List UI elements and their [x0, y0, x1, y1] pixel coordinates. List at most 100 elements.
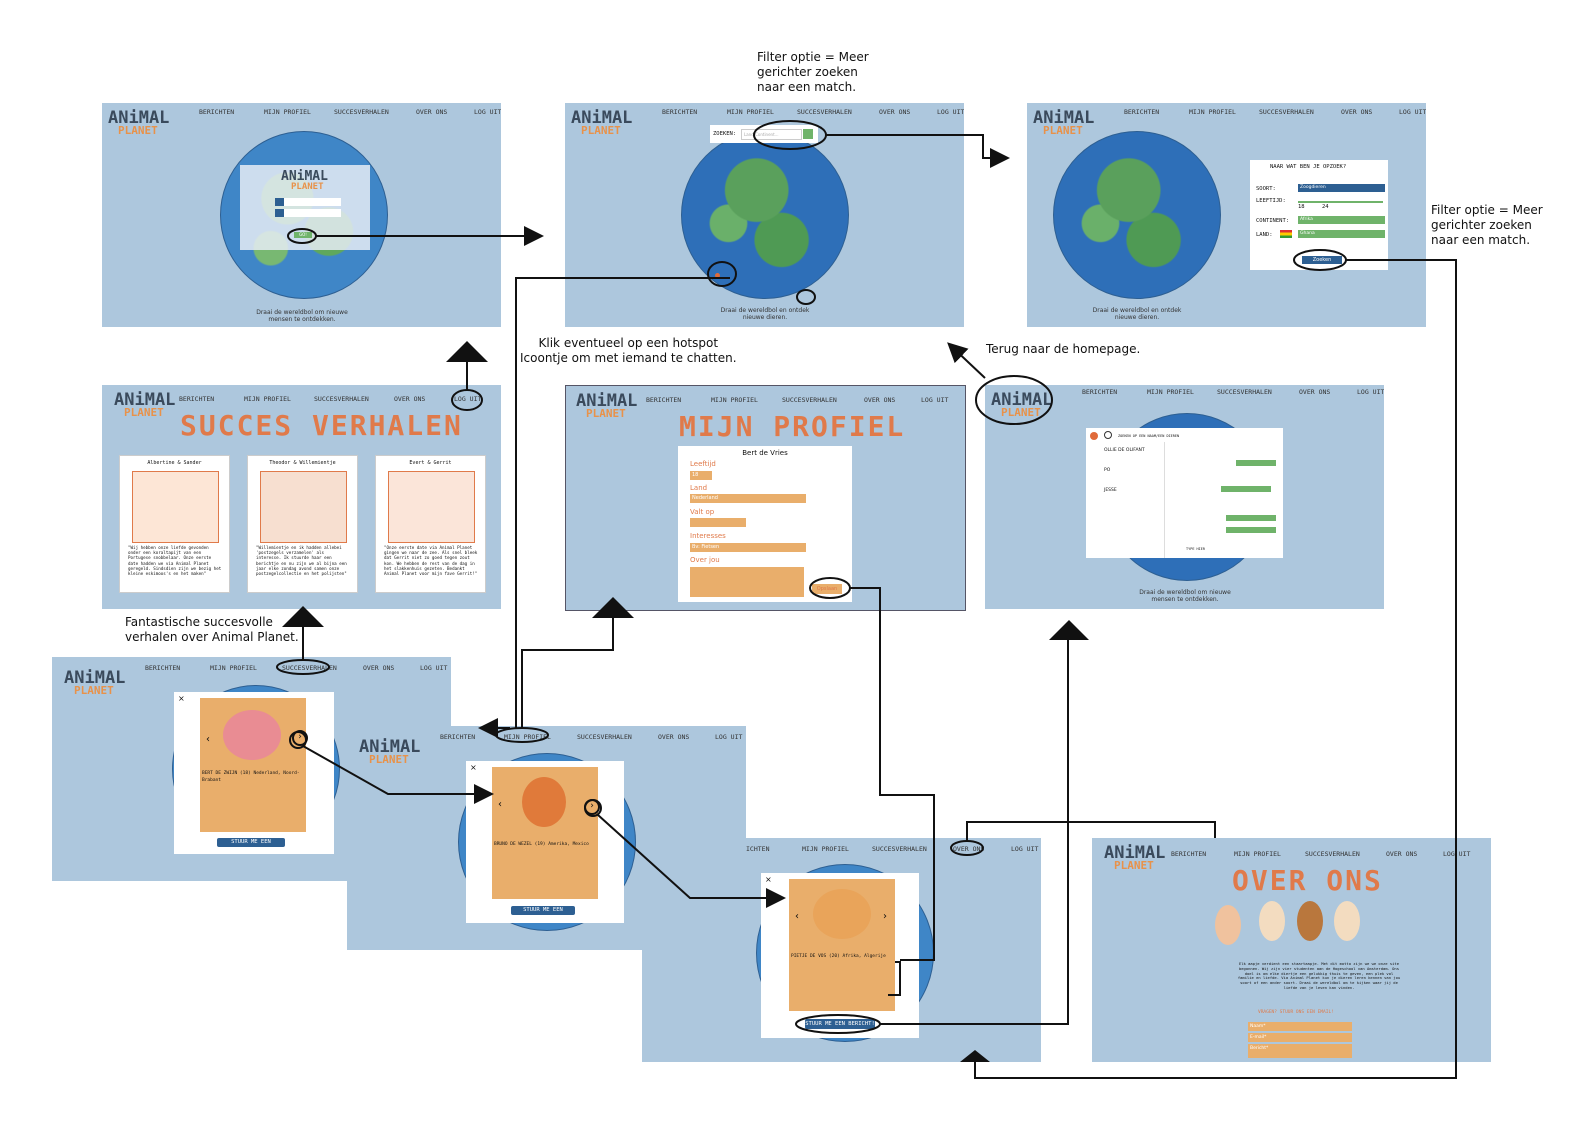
bericht-input[interactable]: Bericht* — [1248, 1044, 1352, 1058]
email-input[interactable]: E-mail* — [1248, 1033, 1352, 1042]
nav-log-uit[interactable]: LOG UIT — [715, 733, 743, 741]
nav-over-ons[interactable]: OVER ONS — [394, 395, 426, 403]
nav-mijn-profiel[interactable]: MIJN PROFIEL — [1189, 108, 1236, 116]
nav-succesverhalen[interactable]: SUCCESVERHALEN — [1259, 108, 1314, 116]
land-select[interactable]: Nederland — [690, 494, 806, 503]
naam-input[interactable]: Naam* — [1248, 1022, 1352, 1031]
nav-over-ons[interactable]: OVER ONS — [363, 664, 395, 672]
valt-op-select[interactable] — [690, 518, 746, 527]
nav-berichten[interactable]: BERICHTEN — [646, 396, 682, 404]
close-icon[interactable]: × — [470, 763, 477, 772]
nav-mijn-profiel[interactable]: MIJN PROFIEL — [210, 664, 257, 672]
nav-berichten[interactable]: BERICHTEN — [1124, 108, 1160, 116]
nav-berichten[interactable]: ICHTEN — [746, 845, 770, 853]
continent-select[interactable]: Afrika — [1298, 216, 1385, 224]
go-button[interactable]: GO! — [294, 232, 312, 238]
nav-over-ons[interactable]: OVER ONS — [416, 108, 448, 116]
nav-succesverhalen[interactable]: SUCCESVERHALEN — [334, 108, 389, 116]
chevron-left-icon[interactable]: ‹ — [498, 799, 502, 810]
nav-log-uit[interactable]: LOG UIT — [420, 664, 448, 672]
interesses-input[interactable]: Bv: Fietsen — [690, 543, 806, 552]
chevron-left-icon[interactable]: ‹ — [206, 734, 210, 745]
over-jou-label: Over jou — [690, 556, 720, 564]
nav-over-ons[interactable]: OVER ONS — [879, 108, 911, 116]
leeftijd-select[interactable]: 18 — [690, 471, 712, 480]
close-icon[interactable]: × — [765, 875, 772, 884]
nav-berichten[interactable]: BERICHTEN — [440, 733, 476, 741]
search-icon[interactable] — [1104, 431, 1112, 439]
nav-berichten[interactable]: BERICHTEN — [199, 108, 235, 116]
close-icon[interactable] — [1090, 432, 1098, 440]
nav-mijn-profiel[interactable]: MIJN PROFIEL — [264, 108, 311, 116]
soort-select[interactable]: Zoogdieren — [1298, 184, 1385, 192]
nav-succesverhalen[interactable]: SUCCESVERHALEN — [872, 845, 927, 853]
send-message-button[interactable]: STUUR ME EEN BERICHT! — [805, 1019, 875, 1029]
filter-icon[interactable] — [803, 129, 813, 139]
leeftijd-slider[interactable] — [1298, 201, 1383, 203]
nav-berichten[interactable]: BERICHTEN — [179, 395, 215, 403]
globe[interactable] — [1053, 131, 1221, 299]
nav-over-ons[interactable]: OVER ONS — [1299, 388, 1331, 396]
nav-berichten[interactable]: BERICHTEN — [1082, 388, 1118, 396]
chevron-left-icon[interactable]: ‹ — [795, 911, 799, 922]
nav-succesverhalen[interactable]: SUCCESVERHALEN — [282, 664, 337, 672]
nav-log-uit[interactable]: LOG UIT — [454, 395, 482, 403]
contact-item[interactable]: JESSE — [1104, 488, 1117, 493]
nav-mijn-profiel[interactable]: MIJN PROFIEL — [1234, 850, 1281, 858]
opslaan-button[interactable]: Opslaan — [812, 584, 842, 594]
nav-over-ons[interactable]: OVER ONS — [953, 845, 985, 853]
nav-berichten[interactable]: BERICHTEN — [1171, 850, 1207, 858]
nav-mijn-profiel[interactable]: MIJN PROFIEL — [802, 845, 849, 853]
send-message-button[interactable]: STUUR ME EEN BERICHT! — [511, 906, 575, 922]
search-input[interactable]: Land/Continent... — [741, 129, 802, 140]
nav-log-uit[interactable]: LOG UIT — [1357, 388, 1384, 396]
nav-log-uit[interactable]: LOG UIT — [921, 396, 949, 404]
story-image — [260, 471, 347, 543]
contact-item[interactable]: OLLIE DE OLIFANT — [1104, 448, 1145, 453]
nav-mijn-profiel[interactable]: MIJN PROFIEL — [244, 395, 291, 403]
chevron-right-icon[interactable]: › — [292, 730, 308, 746]
nav-mijn-profiel[interactable]: MIJN PROFIEL — [504, 733, 551, 741]
contact-item[interactable]: PO — [1104, 468, 1111, 473]
nav-succesverhalen[interactable]: SUCCESVERHALEN — [314, 395, 369, 403]
password-field[interactable] — [275, 209, 341, 217]
over-jou-textarea[interactable] — [690, 567, 804, 597]
nav-succesverhalen[interactable]: SUCCESVERHALEN — [1305, 850, 1360, 858]
chat-input[interactable]: TYPE HIER — [1186, 547, 1205, 551]
nav-log-uit[interactable]: LOG UIT — [1011, 845, 1039, 853]
username-field[interactable] — [275, 198, 341, 206]
nav-succesverhalen[interactable]: SUCCESVERHALEN — [1217, 388, 1272, 396]
nav-succesverhalen[interactable]: SUCCESVERHALEN — [797, 108, 852, 116]
nav-over-ons[interactable]: OVER ONS — [864, 396, 896, 404]
profile-name: Bert de Vries — [742, 449, 788, 457]
nav-berichten[interactable]: BERICHTEN — [145, 664, 181, 672]
nav-mijn-profiel[interactable]: MIJN PROFIEL — [711, 396, 758, 404]
nav-berichten[interactable]: BERICHTEN — [662, 108, 698, 116]
nav-mijn-profiel[interactable]: MIJN PROFIEL — [1147, 388, 1194, 396]
nav-over-ons[interactable]: OVER ONS — [658, 733, 690, 741]
nav-succesverhalen[interactable]: SUCCESVERHALEN — [782, 396, 837, 404]
nav-log-uit[interactable]: LOG UIT — [1399, 108, 1426, 116]
nav-mijn-profiel[interactable]: MIJN PROFIEL — [727, 108, 774, 116]
chevron-right-icon[interactable]: › — [883, 911, 887, 922]
nav-log-uit[interactable]: LOG UIT — [474, 108, 501, 116]
nav-log-uit[interactable]: LOG UIT — [937, 108, 964, 116]
close-icon[interactable]: × — [178, 694, 185, 703]
nav-over-ons[interactable]: OVER ONS — [1386, 850, 1418, 858]
nav-succesverhalen[interactable]: SUCCESVERHALEN — [577, 733, 632, 741]
land-select[interactable]: Ghana — [1298, 230, 1385, 238]
send-message-button[interactable]: STUUR ME EEN BERICHT! — [217, 838, 285, 854]
story-text: "Wij hebben onze liefde gevonden onder e… — [128, 545, 222, 577]
zoeken-button[interactable]: Zoeken — [1302, 256, 1342, 264]
nav-over-ons[interactable]: OVER ONS — [1341, 108, 1373, 116]
